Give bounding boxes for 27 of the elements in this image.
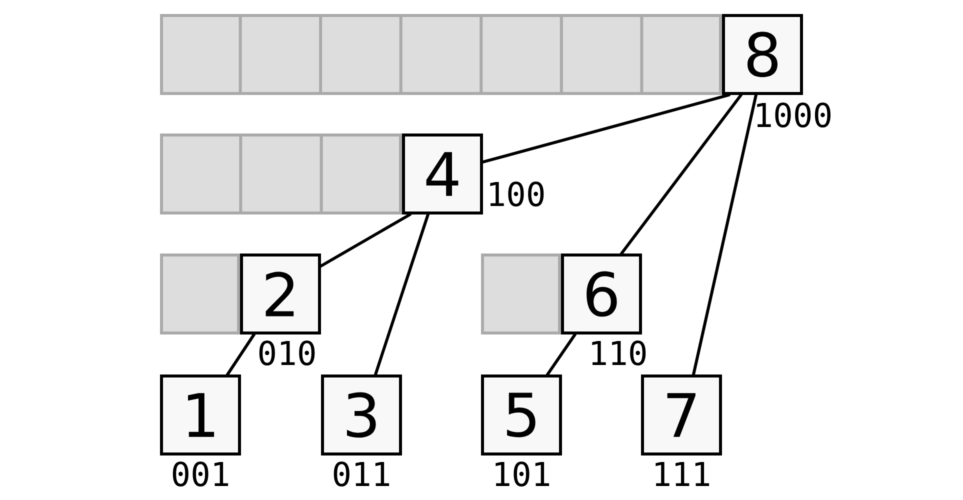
cell-strip [160, 134, 402, 214]
number-box: 8 [722, 14, 803, 95]
connector-line [620, 94, 742, 255]
binary-label: 110 [592, 340, 646, 366]
binary-label: 101 [496, 462, 550, 486]
binary-label: 1000 [757, 102, 831, 128]
cell-strip [160, 254, 240, 334]
number-box: 3 [321, 374, 402, 456]
binary-label: 111 [656, 462, 710, 486]
connector-line [320, 212, 412, 268]
number-box: 7 [641, 374, 722, 456]
number-box: 4 [402, 134, 483, 214]
number-box: 6 [561, 254, 642, 334]
cell-strip [160, 14, 722, 95]
cell-strip [481, 254, 561, 334]
connector-line [374, 212, 430, 376]
binary-label: 001 [172, 462, 228, 486]
connector-line [226, 332, 256, 376]
number-box: 5 [481, 374, 562, 456]
binary-label: 100 [490, 182, 544, 206]
connector-line [482, 94, 730, 164]
connector-line [692, 94, 758, 376]
binary-label: 010 [259, 340, 315, 366]
binary-label: 011 [334, 462, 390, 486]
connector-line [546, 332, 576, 376]
number-box: 1 [160, 374, 241, 456]
number-box: 2 [240, 254, 321, 334]
